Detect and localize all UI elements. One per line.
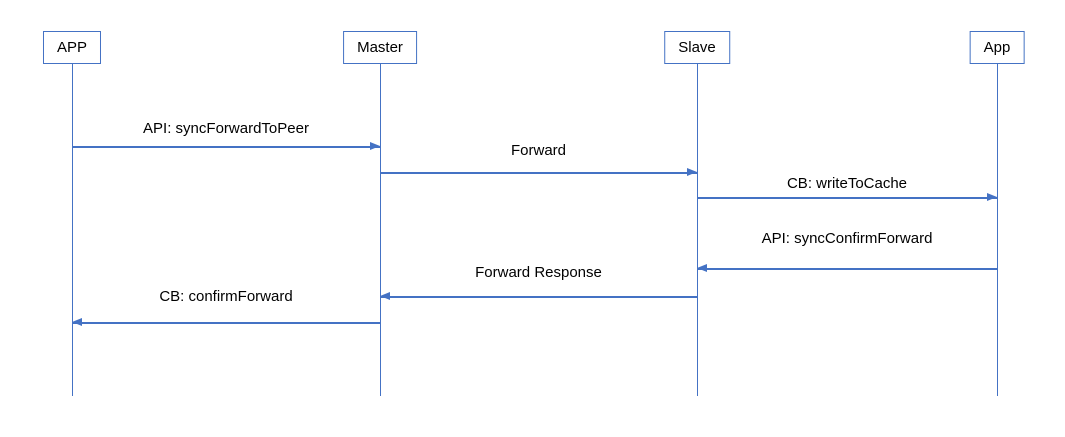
actor-box-slave: Slave (664, 31, 730, 64)
message-line (72, 146, 380, 148)
message-line (72, 322, 380, 324)
message-line (697, 197, 997, 199)
right-arrowhead-icon (370, 142, 380, 151)
lifeline-app-right (996, 64, 998, 396)
message-line (697, 268, 997, 270)
actor-box-app-left: APP (42, 31, 102, 64)
lifeline-slave (696, 64, 698, 396)
actor-box-master: Master (343, 31, 417, 64)
actor-label-app-right: App (983, 39, 1011, 56)
actor-label-slave: Slave (678, 39, 716, 56)
message-label: Forward Response (475, 264, 602, 281)
lifeline-app-left (71, 64, 73, 396)
left-arrowhead-icon (72, 318, 82, 327)
right-arrowhead-icon (687, 168, 697, 177)
actor-label-master: Master (357, 39, 403, 56)
actor-box-app-right: App (969, 31, 1025, 64)
message-label: API: syncForwardToPeer (143, 120, 309, 137)
message-label: CB: confirmForward (159, 288, 293, 305)
lifeline-master (379, 64, 381, 396)
left-arrowhead-icon (697, 264, 707, 273)
actor-label-app-left: APP (56, 39, 88, 56)
left-arrowhead-icon (380, 292, 390, 301)
message-line (380, 296, 697, 298)
right-arrowhead-icon (987, 193, 997, 202)
message-line (380, 172, 697, 174)
message-label: API: syncConfirmForward (761, 230, 933, 247)
message-label: CB: writeToCache (786, 175, 908, 192)
message-label: Forward (510, 142, 567, 159)
